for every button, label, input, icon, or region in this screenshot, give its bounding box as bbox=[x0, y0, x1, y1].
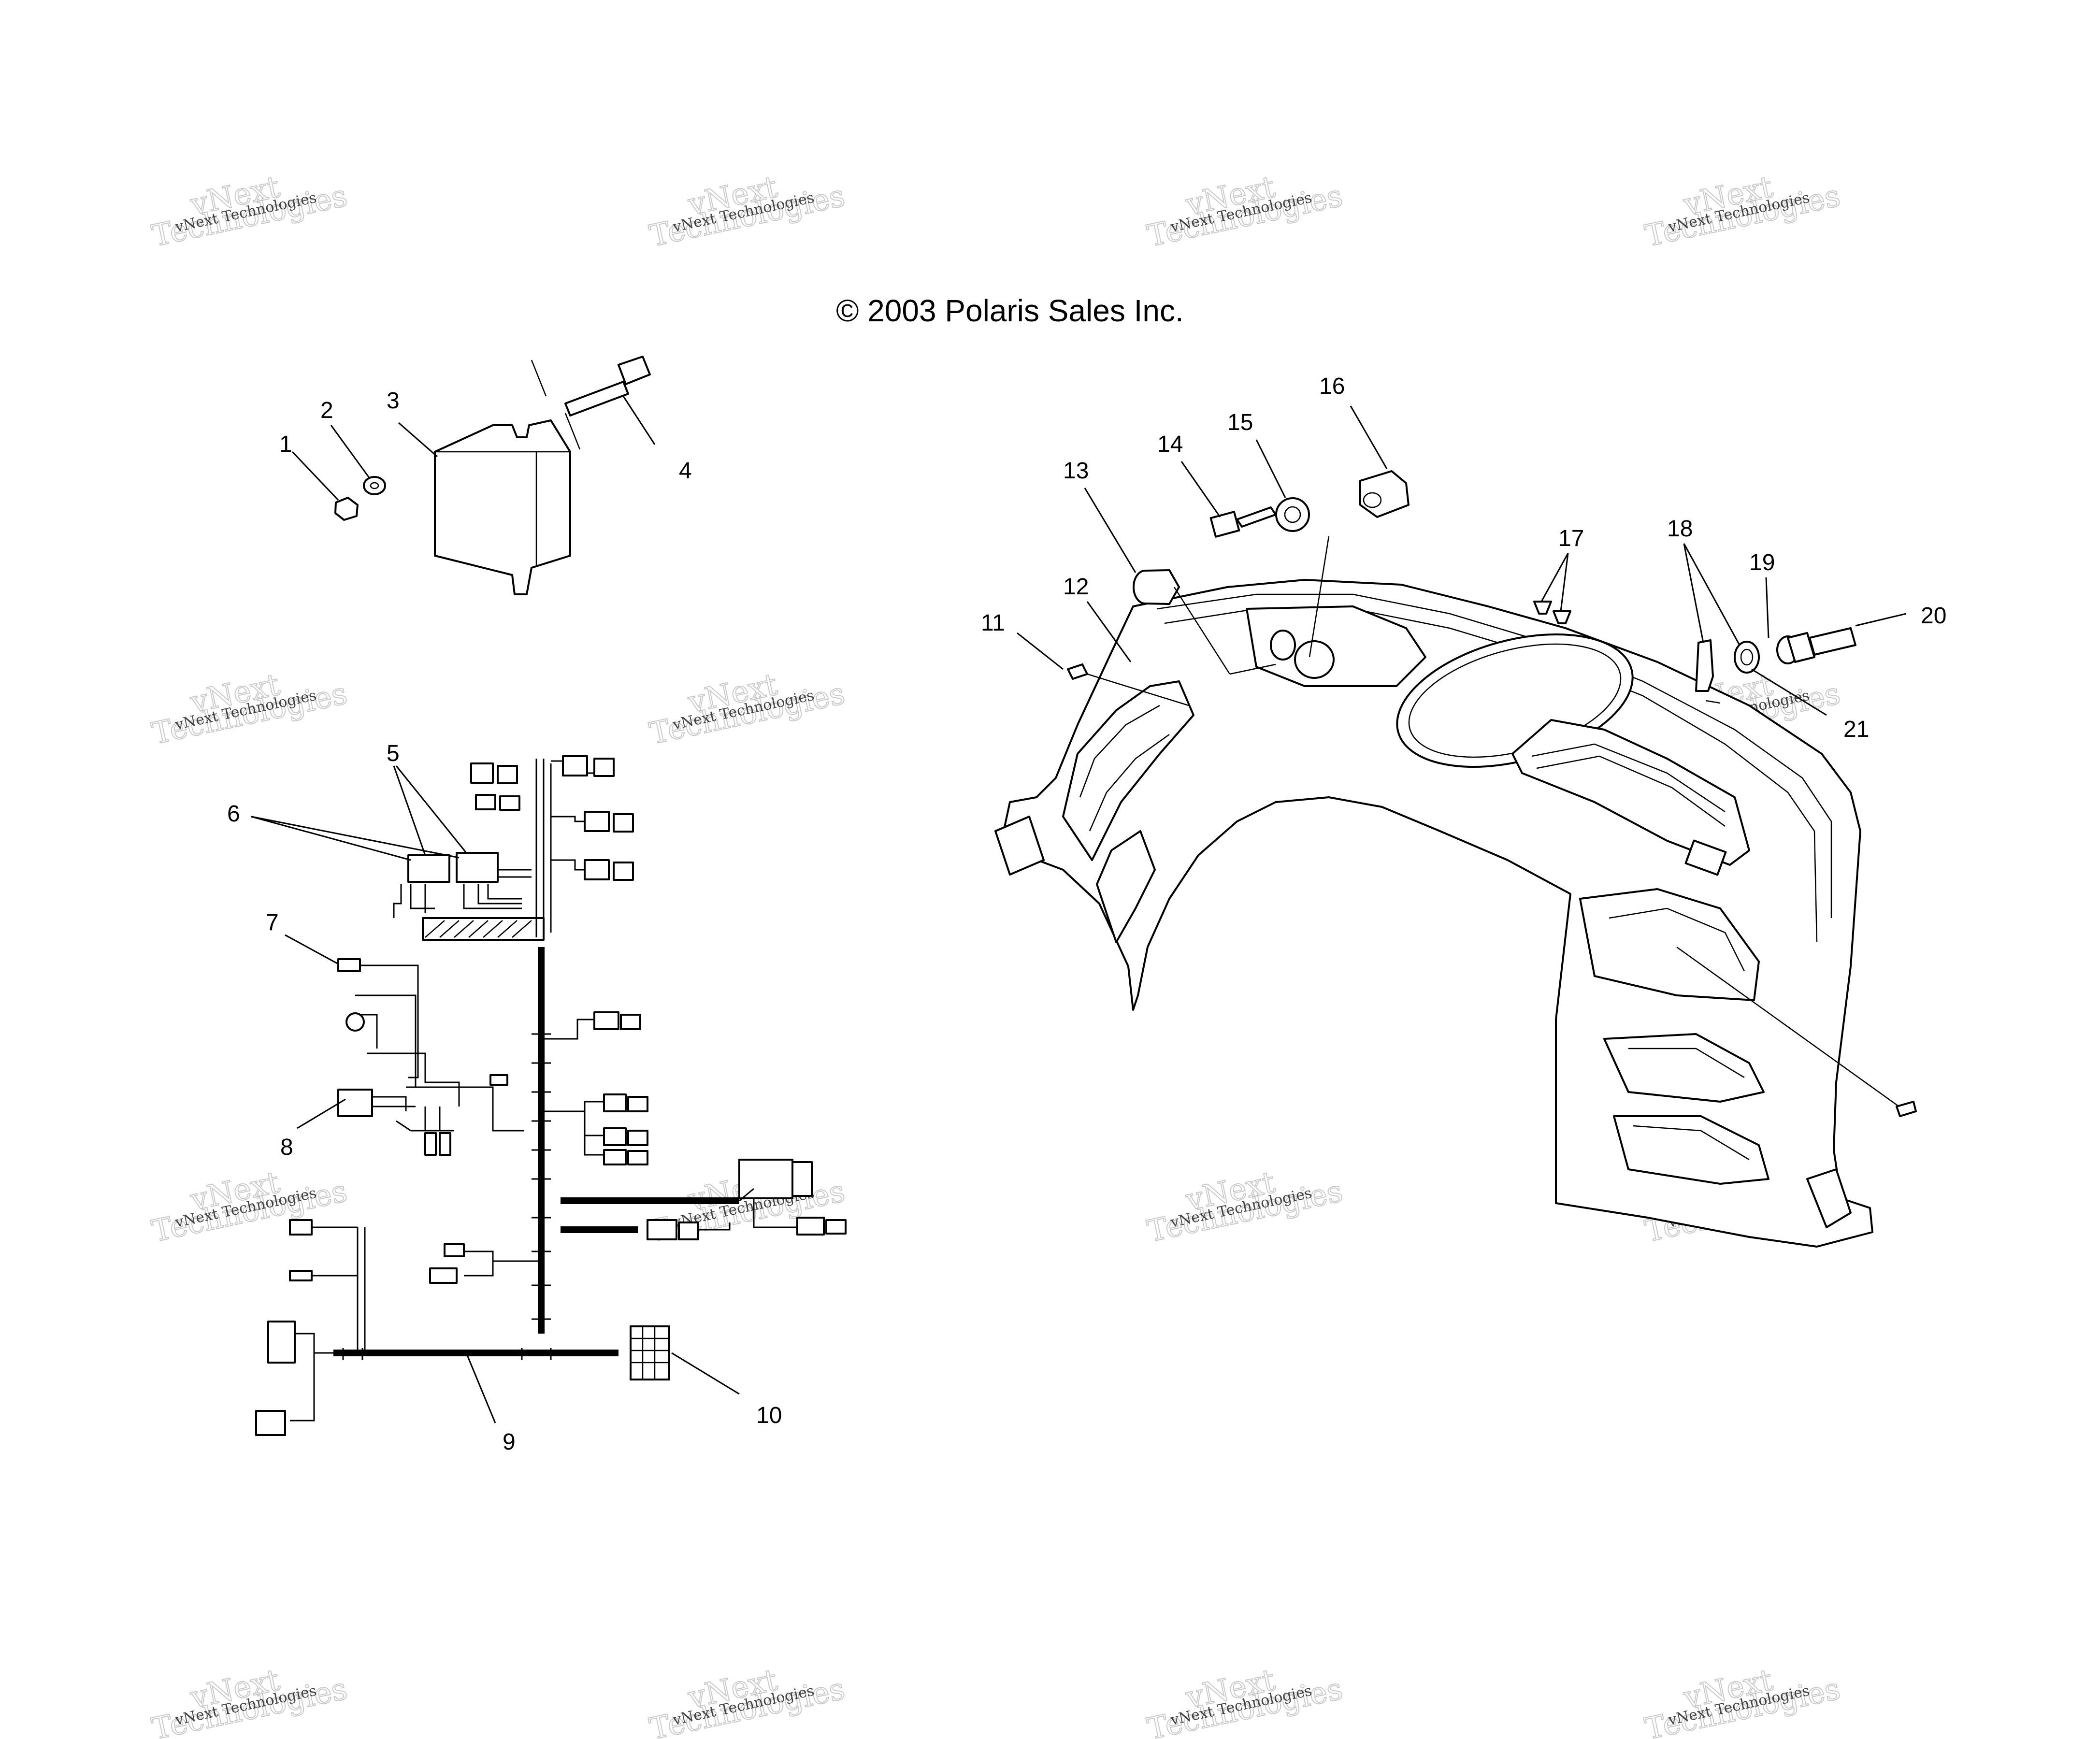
callout-2: 2 bbox=[320, 398, 333, 423]
callout-20: 20 bbox=[1921, 603, 1946, 629]
hood-assembly bbox=[994, 470, 1917, 1248]
connector-part-6 bbox=[407, 854, 450, 883]
connector-left-end bbox=[267, 1321, 296, 1364]
connector-part-7 bbox=[337, 958, 361, 972]
connector-part-10 bbox=[630, 1325, 670, 1380]
callout-14: 14 bbox=[1157, 431, 1183, 457]
module-box-part bbox=[434, 419, 571, 595]
callout-19: 19 bbox=[1749, 550, 1775, 575]
callout-4: 4 bbox=[679, 458, 692, 484]
callout-13: 13 bbox=[1063, 458, 1089, 484]
callout-1: 1 bbox=[279, 431, 292, 457]
connector-group-top bbox=[470, 755, 634, 881]
callout-7: 7 bbox=[266, 910, 279, 935]
callout-6: 6 bbox=[227, 801, 240, 827]
callout-3: 3 bbox=[387, 388, 400, 414]
washer-part bbox=[363, 476, 386, 495]
bolt-part bbox=[564, 381, 629, 417]
callout-17: 17 bbox=[1558, 526, 1584, 551]
callout-8: 8 bbox=[280, 1135, 293, 1160]
connector-part-8 bbox=[337, 1089, 373, 1117]
nut-part bbox=[334, 497, 359, 521]
wiring-harness bbox=[255, 755, 847, 1436]
module-assembly bbox=[334, 356, 651, 595]
callout-18: 18 bbox=[1667, 516, 1693, 542]
callout-labels: 1 2 3 4 5 6 7 8 9 10 11 12 13 14 15 16 1… bbox=[227, 374, 1946, 1455]
callout-10: 10 bbox=[756, 1403, 782, 1428]
connector-part-5 bbox=[456, 852, 499, 883]
copyright-text: © 2003 Polaris Sales Inc. bbox=[836, 293, 1184, 328]
connector-far-right bbox=[738, 1159, 793, 1199]
callout-12: 12 bbox=[1063, 574, 1089, 600]
callout-5: 5 bbox=[387, 741, 400, 766]
callout-9: 9 bbox=[503, 1429, 516, 1455]
callout-21: 21 bbox=[1843, 717, 1869, 742]
callout-11: 11 bbox=[981, 610, 1005, 636]
callout-15: 15 bbox=[1227, 410, 1253, 435]
callout-16: 16 bbox=[1319, 374, 1345, 399]
